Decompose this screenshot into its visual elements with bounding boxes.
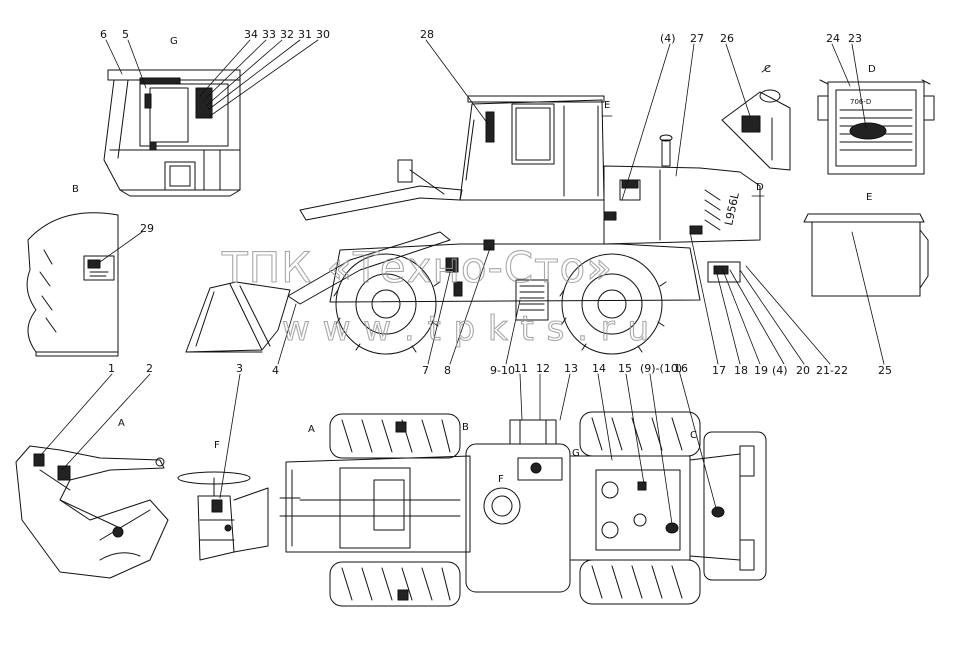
view-g-cab-rear bbox=[103, 69, 241, 197]
view-e-side-cover bbox=[803, 213, 929, 297]
loader-side-view: L956L bbox=[185, 95, 761, 355]
arrow-label-b: B bbox=[462, 422, 469, 433]
callout-8: 8 bbox=[444, 364, 451, 377]
callout-17: 17 bbox=[712, 364, 726, 377]
callout-7: 7 bbox=[422, 364, 429, 377]
callout-16: 16 bbox=[674, 362, 688, 375]
arrow-label-e: E bbox=[604, 100, 610, 111]
watermark-url: w w w . t p k t s . r u bbox=[282, 309, 650, 349]
callout-14: 14 bbox=[592, 362, 606, 375]
callout-numbers: 6 5 34 33 32 31 30 28 (4) 27 26 24 23 29… bbox=[100, 28, 892, 377]
callout-26: 26 bbox=[720, 32, 734, 45]
callout-20: 20 bbox=[796, 364, 810, 377]
view-label-d: D bbox=[868, 64, 876, 75]
view-label-c: C bbox=[764, 64, 771, 75]
watermark-company: ТПК «Техно-Сто» bbox=[221, 243, 613, 292]
callout-12: 12 bbox=[536, 362, 550, 375]
callout-18: 18 bbox=[734, 364, 748, 377]
callout-21-22: 21-22 bbox=[816, 364, 848, 377]
callout-9-10-paren: (9)-(10) bbox=[640, 362, 682, 375]
callout-19: 19 bbox=[754, 364, 768, 377]
view-labels: G B C D E E D A F B G C A F bbox=[72, 36, 876, 485]
view-label-f: F bbox=[214, 440, 220, 451]
loader-top-view bbox=[279, 411, 767, 607]
callout-25: 25 bbox=[878, 364, 892, 377]
callout-13: 13 bbox=[564, 362, 578, 375]
view-label-b: B bbox=[72, 184, 79, 195]
callout-31: 31 bbox=[298, 28, 312, 41]
callout-33: 33 bbox=[262, 28, 276, 41]
callout-24: 24 bbox=[826, 32, 840, 45]
watermark: ТПК «Техно-Сто» w w w . t p k t s . r u bbox=[220, 242, 650, 349]
callout-1: 1 bbox=[108, 362, 115, 375]
view-d-rear-cover bbox=[817, 79, 935, 175]
view-c-panel bbox=[721, 89, 791, 171]
callout-4-paren-top: (4) bbox=[660, 32, 676, 45]
engine-brand-plate: L956L bbox=[722, 191, 742, 227]
arrow-label-c: C bbox=[690, 430, 697, 441]
callout-3: 3 bbox=[236, 362, 243, 375]
callout-4: 4 bbox=[272, 364, 279, 377]
view-label-g: G bbox=[170, 36, 178, 47]
callout-32: 32 bbox=[280, 28, 294, 41]
view-f-steering bbox=[177, 471, 269, 561]
callout-15: 15 bbox=[618, 362, 632, 375]
callout-2: 2 bbox=[146, 362, 153, 375]
cover-label: 706-D bbox=[850, 98, 871, 106]
callout-9-10: 9-10 bbox=[490, 364, 515, 377]
callout-4-paren-bottom: (4) bbox=[772, 364, 788, 377]
view-b-panel bbox=[26, 212, 119, 357]
callout-23: 23 bbox=[848, 32, 862, 45]
arrow-label-g: G bbox=[572, 448, 580, 459]
arrow-label-f: F bbox=[498, 474, 504, 485]
callout-29: 29 bbox=[140, 222, 154, 235]
callout-11: 11 bbox=[514, 362, 528, 375]
callout-5: 5 bbox=[122, 28, 129, 41]
callout-27: 27 bbox=[690, 32, 704, 45]
arrow-label-a: A bbox=[308, 424, 315, 435]
leader-lines bbox=[39, 39, 885, 525]
view-label-e: E bbox=[866, 192, 872, 203]
callout-28: 28 bbox=[420, 28, 434, 41]
view-label-a: A bbox=[118, 418, 125, 429]
callout-34: 34 bbox=[244, 28, 258, 41]
arrow-label-d: D bbox=[756, 182, 764, 193]
callout-6: 6 bbox=[100, 28, 107, 41]
view-a-boom-detail bbox=[15, 445, 169, 579]
callout-30: 30 bbox=[316, 28, 330, 41]
